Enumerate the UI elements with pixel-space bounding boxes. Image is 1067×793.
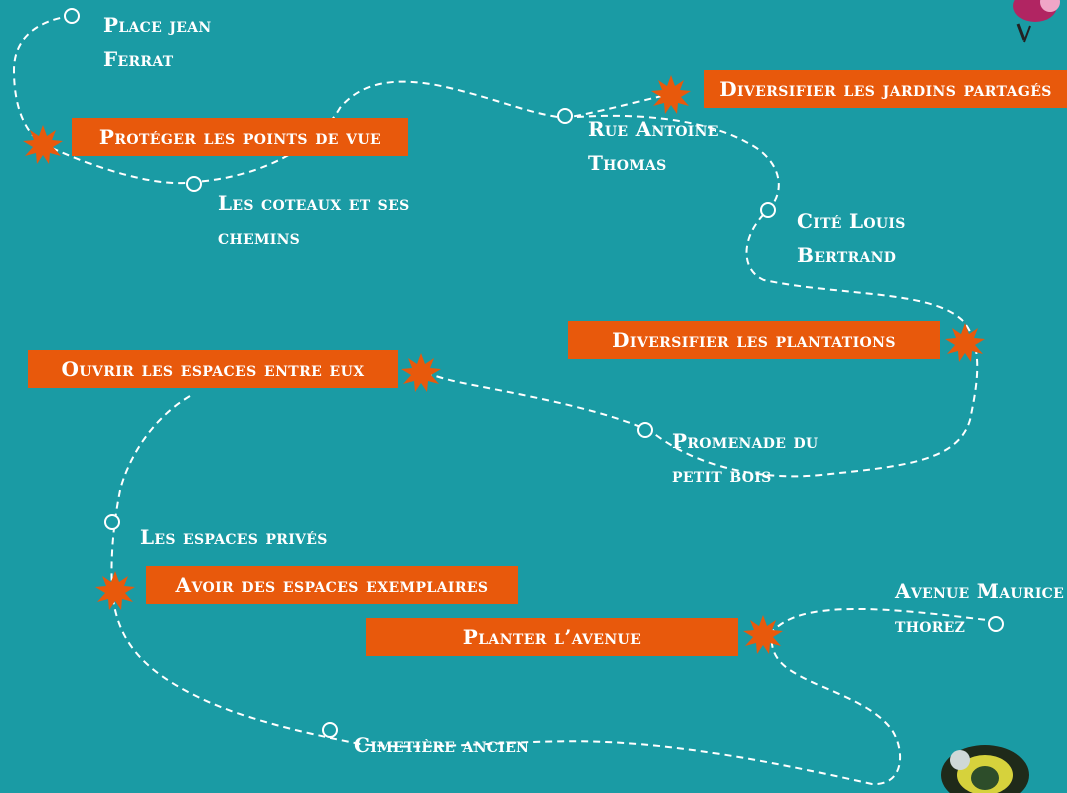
burst-icon bbox=[651, 75, 691, 114]
burst-icon bbox=[743, 615, 783, 654]
rue-antoine-thomas-label: Rue Antoine Thomas bbox=[588, 117, 719, 175]
dot-icon bbox=[760, 202, 776, 218]
coteaux-label: Les coteaux et ses chemins bbox=[218, 191, 410, 249]
espaces-prives-label: Les espaces privés bbox=[140, 525, 328, 549]
burst-icon bbox=[95, 571, 135, 610]
dot-icon bbox=[637, 422, 653, 438]
cimetiere-ancien-label: Cimetière ancien bbox=[354, 733, 530, 757]
avenue-maurice-thorez-label: Avenue Maurice thorez bbox=[895, 579, 1065, 637]
dot-icon bbox=[988, 616, 1004, 632]
proteger-points-de-vue-box: Protéger les points de vue bbox=[72, 118, 408, 156]
cite-louis-bertrand-label: Cité Louis Bertrand bbox=[797, 209, 906, 267]
insect-icon bbox=[1013, 0, 1060, 43]
diversifier-plantations-box: Diversifier les plantations bbox=[568, 321, 940, 359]
dot-icon bbox=[322, 722, 338, 738]
insect-icon bbox=[941, 745, 1029, 793]
espaces-exemplaires-box: Avoir des espaces exemplaires bbox=[146, 566, 518, 604]
dot-icon bbox=[104, 514, 120, 530]
ouvrir-espaces-box: Ouvrir les espaces entre eux bbox=[28, 350, 398, 388]
dot-icon bbox=[64, 8, 80, 24]
burst-icon bbox=[23, 125, 63, 164]
dot-icon bbox=[186, 176, 202, 192]
planter-avenue-box: Planter l’avenue bbox=[366, 618, 738, 656]
diversifier-jardins-box: Diversifier les jardins partagés bbox=[704, 70, 1067, 108]
burst-icon bbox=[945, 323, 985, 362]
route-path bbox=[12, 15, 1003, 786]
burst-icon bbox=[401, 353, 441, 392]
dot-icon bbox=[557, 108, 573, 124]
promenade-petit-bois-label: Promenade du petit bois bbox=[672, 429, 819, 487]
place-jean-ferrat-label: Place jean Ferrat bbox=[103, 13, 212, 71]
